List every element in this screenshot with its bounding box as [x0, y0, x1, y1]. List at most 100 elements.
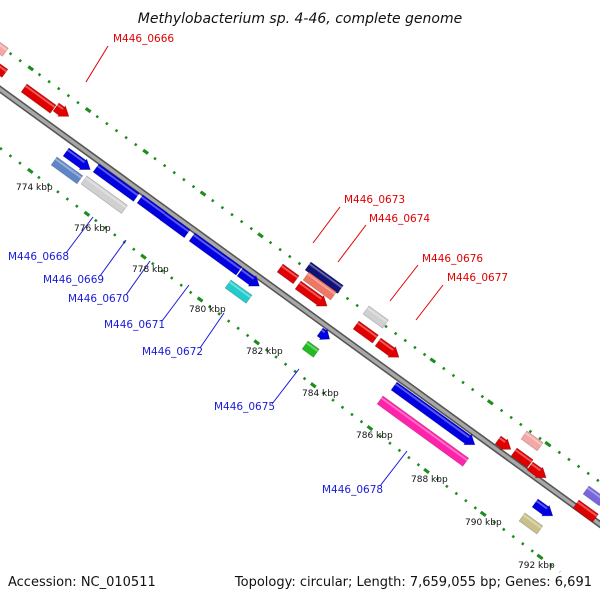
leader-m446-0674	[337, 224, 367, 263]
gene-label-m446-0673: M446_0673	[344, 194, 405, 206]
leader-m446-0669	[99, 239, 127, 277]
gene-m446-0665b	[0, 63, 9, 78]
gene-m446-0679b-shine	[524, 432, 543, 446]
inner-guide-tick	[536, 553, 544, 560]
inner-guide-tick	[83, 210, 91, 217]
gene-label-m446-0671: M446_0671	[104, 319, 165, 331]
outer-guide-tick	[199, 190, 207, 197]
gene-m446-0681-shine	[535, 500, 548, 510]
gene-m446-0668b	[50, 156, 84, 185]
gene-label-m446-0674: M446_0674	[369, 213, 430, 225]
gene-m446-0669b	[92, 163, 140, 202]
gene-m446-0678b	[376, 395, 470, 467]
gene-label-m446-0678: M446_0678	[322, 484, 383, 496]
gene-label-m446-0668: M446_0668	[8, 251, 69, 263]
kbp-tick-labels: 774 kbp 776 kbp 778 kbp 780 kbp 782 kbp …	[16, 183, 555, 571]
gene-m446-0679a-shine	[498, 437, 506, 443]
gene-label-m446-0670: M446_0670	[68, 293, 129, 305]
gene-label-m446-0675: M446_0675	[214, 401, 275, 413]
gene-m446-0674b	[294, 280, 328, 307]
kbp-label-778: 778 kbp	[132, 265, 169, 275]
kbp-label-786: 786 kbp	[356, 431, 393, 441]
outer-guide-line	[0, 44, 600, 484]
gene-m446-0683-shine	[586, 487, 600, 499]
leader-m446-0670	[125, 260, 151, 296]
gene-m446-0678b-shine	[380, 397, 468, 462]
gene-m446-0675	[301, 340, 320, 358]
gene-m446-0677	[374, 337, 400, 358]
kbp-label-782: 782 kbp	[246, 347, 283, 357]
kbp-label-774: 774 kbp	[16, 183, 53, 193]
gene-m446-0675-shine	[305, 342, 319, 353]
inner-guide-line	[0, 146, 561, 574]
gene-m446-0671b-shine	[240, 269, 255, 280]
genome-summary-text: Topology: circular; Length: 7,659,055 bp…	[234, 575, 592, 590]
gene-m446-0682-shine	[522, 514, 542, 529]
gene-m446-0667-shine	[56, 104, 64, 110]
outer-guide-tick	[27, 65, 35, 72]
label-leaders	[65, 45, 444, 487]
outer-guide-tick	[486, 399, 494, 406]
genome-backbone-highlight	[0, 87, 600, 527]
gene-m446-0668a	[62, 147, 91, 170]
gene-m446-0666	[20, 83, 57, 114]
inner-guide-tick	[309, 382, 317, 389]
gene-m446-0682	[518, 512, 544, 535]
gene-m446-0669-shine	[84, 177, 127, 209]
gene-m446-0680-shine	[514, 449, 533, 463]
gene-m446-0680b	[526, 461, 547, 479]
leader-m446-0678	[379, 450, 408, 487]
gene-label-m446-0676: M446_0676	[422, 253, 483, 265]
gene-m446-0673a-shine	[280, 265, 299, 279]
gene-m446-0674b-shine	[298, 282, 322, 300]
gene-m446-0665	[0, 41, 9, 57]
leader-m446-0677	[415, 284, 444, 321]
accession-text: Accession: NC_010511	[8, 575, 156, 590]
gene-m446-0675b-shine	[320, 329, 326, 334]
gene-m446-0666-shine	[24, 85, 56, 108]
outer-guide-tick	[257, 232, 264, 239]
leader-m446-0676	[389, 264, 419, 302]
outer-guide-tick	[544, 440, 552, 448]
inner-guide-tick	[253, 339, 261, 346]
gene-m446-0674	[302, 271, 337, 301]
gene-m446-0678a-shine	[394, 383, 470, 439]
leader-m446-0675	[271, 368, 300, 405]
gene-m446-0676-shine	[366, 307, 388, 323]
gene-m446-0683b	[572, 499, 599, 523]
leader-m446-0671	[161, 284, 190, 322]
gene-labels: M446_0666 M446_0673 M446_0674 M446_0676 …	[8, 33, 508, 496]
kbp-label-792: 792 kbp	[518, 561, 555, 571]
gene-m446-0679b	[520, 430, 544, 452]
leader-m446-0666	[85, 45, 109, 83]
inner-guide-tick	[366, 425, 374, 432]
kbp-label-776: 776 kbp	[74, 224, 111, 234]
inner-guide-tick	[423, 467, 430, 475]
gene-m446-0665-shine	[0, 44, 8, 52]
inner-guide-tick	[26, 167, 34, 175]
gene-m446-0665b-shine	[0, 65, 7, 73]
outer-guide-tick	[429, 357, 437, 364]
kbp-label-784: 784 kbp	[302, 389, 339, 399]
gene-m446-0668b-shine	[54, 158, 82, 179]
gene-m446-0672	[224, 279, 253, 304]
kbp-label-790: 790 kbp	[465, 518, 502, 528]
gene-m446-0670b-shine	[163, 213, 190, 233]
gene-m446-0676b-shine	[356, 322, 378, 338]
leader-m446-0673	[312, 206, 341, 244]
gene-m446-0668a-shine	[66, 149, 86, 164]
kbp-label-780: 780 kbp	[189, 305, 226, 315]
leader-m446-0668	[65, 216, 94, 254]
gene-m446-0679a	[494, 435, 512, 450]
gene-m446-0673b	[304, 261, 344, 294]
gene-m446-0669b-shine	[96, 165, 139, 197]
gene-m446-0672-shine	[228, 281, 252, 299]
gene-m446-0677-shine	[378, 339, 394, 351]
gene-m446-0674-shine	[306, 273, 336, 295]
inner-guide-tick	[196, 296, 204, 303]
kbp-label-788: 788 kbp	[411, 475, 448, 485]
map-title: Methylobacterium sp. 4-46, complete geno…	[138, 11, 462, 27]
track-guides	[0, 44, 600, 574]
gene-m446-0671-shine	[192, 234, 241, 270]
